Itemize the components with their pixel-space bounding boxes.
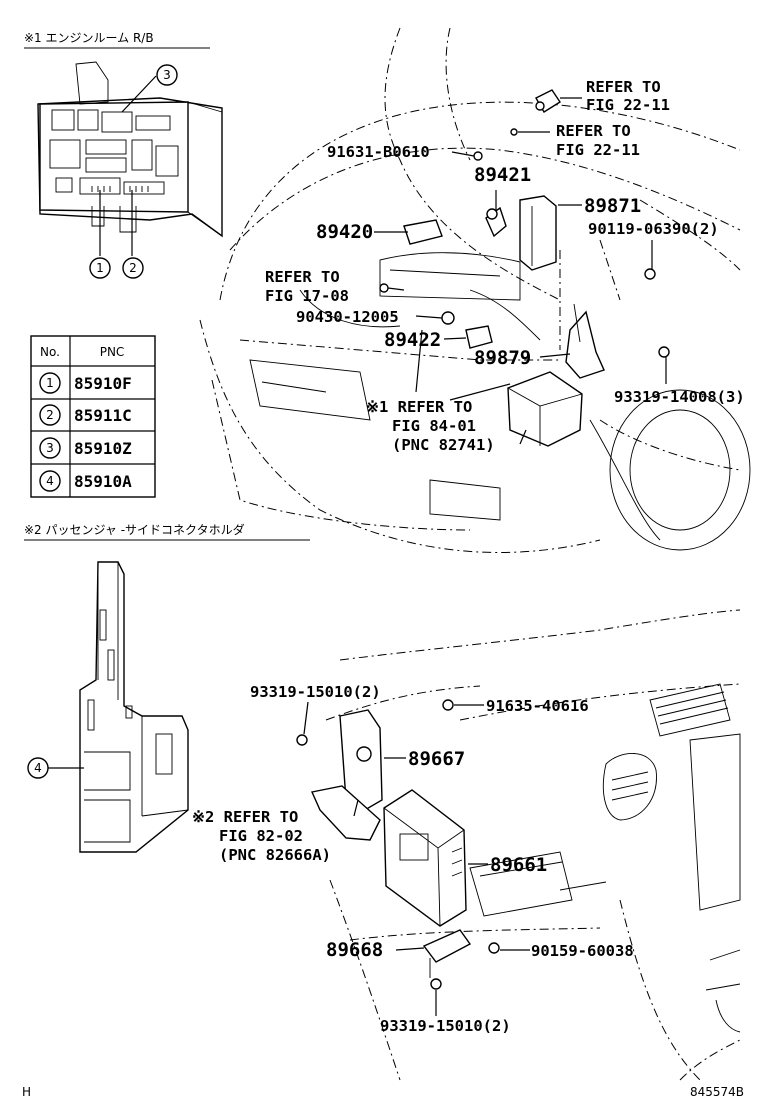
grommet-90430 xyxy=(441,311,455,325)
label-89871: 89871 xyxy=(584,195,641,217)
label-refer-22-11-b-2: FIG 22-11 xyxy=(556,141,640,159)
bolt-93319-15010-a xyxy=(296,734,308,746)
svg-text:85910Z: 85910Z xyxy=(74,439,132,458)
label-refer-22-11-a-2: FIG 22-11 xyxy=(586,96,670,114)
label-93319-14008: 93319-14008(3) xyxy=(614,388,745,406)
engine-labels: REFER TO FIG 22-11 REFER TO FIG 22-11 91… xyxy=(265,78,745,454)
label-90430-12005: 90430-12005 xyxy=(296,308,399,326)
sensor-89421 xyxy=(485,206,507,238)
label-89667: 89667 xyxy=(408,748,465,770)
callout-1: 1 xyxy=(89,257,111,279)
inset2-title: ※2 パッセンジャ -サイドコネクタホルダ xyxy=(24,522,245,537)
svg-text:3: 3 xyxy=(46,441,54,455)
label-89421: 89421 xyxy=(474,164,531,186)
svg-text:3: 3 xyxy=(163,68,171,82)
label-refer-82-02-3: (PNC 82666A) xyxy=(219,846,331,864)
label-89420: 89420 xyxy=(316,221,373,243)
callout-4: 4 xyxy=(27,757,49,779)
inset-engine-room-rb: ※1 エンジンルーム R/B xyxy=(24,31,223,279)
label-93319-15010-b: 93319-15010(2) xyxy=(380,1017,511,1035)
label-93319-15010-a: 93319-15010(2) xyxy=(250,683,381,701)
callout-3: 3 xyxy=(156,64,178,86)
bolt-91631 xyxy=(473,151,483,161)
label-89661: 89661 xyxy=(490,854,547,876)
label-refer-82-02-2: FIG 82-02 xyxy=(219,827,303,845)
label-91635-40616: 91635-40616 xyxy=(486,697,589,715)
label-89879: 89879 xyxy=(474,347,531,369)
clip-refer-22-11 xyxy=(510,128,518,136)
relay-block-drawing xyxy=(37,61,223,238)
label-89668: 89668 xyxy=(326,939,383,961)
connector-holder-drawing xyxy=(79,561,189,853)
table-row: 3 85910Z xyxy=(39,437,132,459)
bolt-93319-15010-b xyxy=(430,978,442,990)
svg-text:4: 4 xyxy=(34,761,42,775)
inset-passenger-connector-holder: ※2 パッセンジャ -サイドコネクタホルダ 4 xyxy=(24,522,310,853)
footer-figure-number: 845574B xyxy=(690,1085,744,1099)
inset1-title: ※1 エンジンルーム R/B xyxy=(24,31,154,45)
dashboard-illustration xyxy=(296,609,741,1081)
label-refer-82-02-1: ※2 REFER TO xyxy=(192,808,298,826)
relay-box-82741 xyxy=(507,371,583,447)
svg-text:85910A: 85910A xyxy=(74,472,132,491)
bolt-90119 xyxy=(644,268,656,280)
bracket-89879 xyxy=(565,303,605,379)
callout-2: 2 xyxy=(122,257,144,279)
label-refer-22-11-a-1: REFER TO xyxy=(586,78,661,96)
ecu-89661 xyxy=(383,789,467,927)
svg-text:4: 4 xyxy=(46,474,54,488)
sensor-89420 xyxy=(403,219,443,245)
label-89422: 89422 xyxy=(384,329,441,351)
switch-refer-22-11 xyxy=(535,89,561,113)
label-refer-17-08-1: REFER TO xyxy=(265,268,340,286)
table-header-pnc: PNC xyxy=(100,345,125,359)
label-refer-84-01-2: FIG 84-01 xyxy=(392,417,476,435)
table-row: 1 85910F xyxy=(39,372,132,394)
label-refer-84-01-3: (PNC 82741) xyxy=(392,436,495,454)
label-refer-84-01-1: ※1 REFER TO xyxy=(366,398,472,416)
table-row: 2 85911C xyxy=(39,404,132,426)
label-90159-60038: 90159-60038 xyxy=(531,942,634,960)
footer-left-code: H xyxy=(22,1085,31,1099)
table-row: 4 85910A xyxy=(39,470,132,492)
label-refer-22-11-b-1: REFER TO xyxy=(556,122,631,140)
svg-text:85911C: 85911C xyxy=(74,406,132,425)
svg-text:85910F: 85910F xyxy=(74,374,132,393)
svg-text:1: 1 xyxy=(96,261,104,275)
ecu-89871 xyxy=(519,195,557,271)
sensor-89422 xyxy=(465,325,493,349)
bracket-89668 xyxy=(422,929,472,978)
label-90119-06390: 90119-06390(2) xyxy=(588,220,719,238)
svg-text:1: 1 xyxy=(46,376,54,390)
dashboard-labels: 93319-15010(2) 91635-40616 89667 ※2 REFE… xyxy=(192,683,634,1035)
bolt-91635-40616 xyxy=(442,699,454,711)
label-refer-17-08-2: FIG 17-08 xyxy=(265,287,349,305)
holder-82666a xyxy=(311,785,381,841)
bolt-90159-60038 xyxy=(488,942,500,954)
label-91631-b0610: 91631-B0610 xyxy=(327,143,430,161)
svg-text:2: 2 xyxy=(46,408,54,422)
table-header-no: No. xyxy=(40,345,60,359)
engine-compartment-illustration xyxy=(199,27,751,553)
bolt-refer-17-08 xyxy=(379,283,389,293)
svg-text:2: 2 xyxy=(129,261,137,275)
bolt-93319-14008 xyxy=(658,346,670,358)
pnc-table: No. PNC 1 85910F 2 85911C 3 85910Z 4 859… xyxy=(30,335,156,498)
